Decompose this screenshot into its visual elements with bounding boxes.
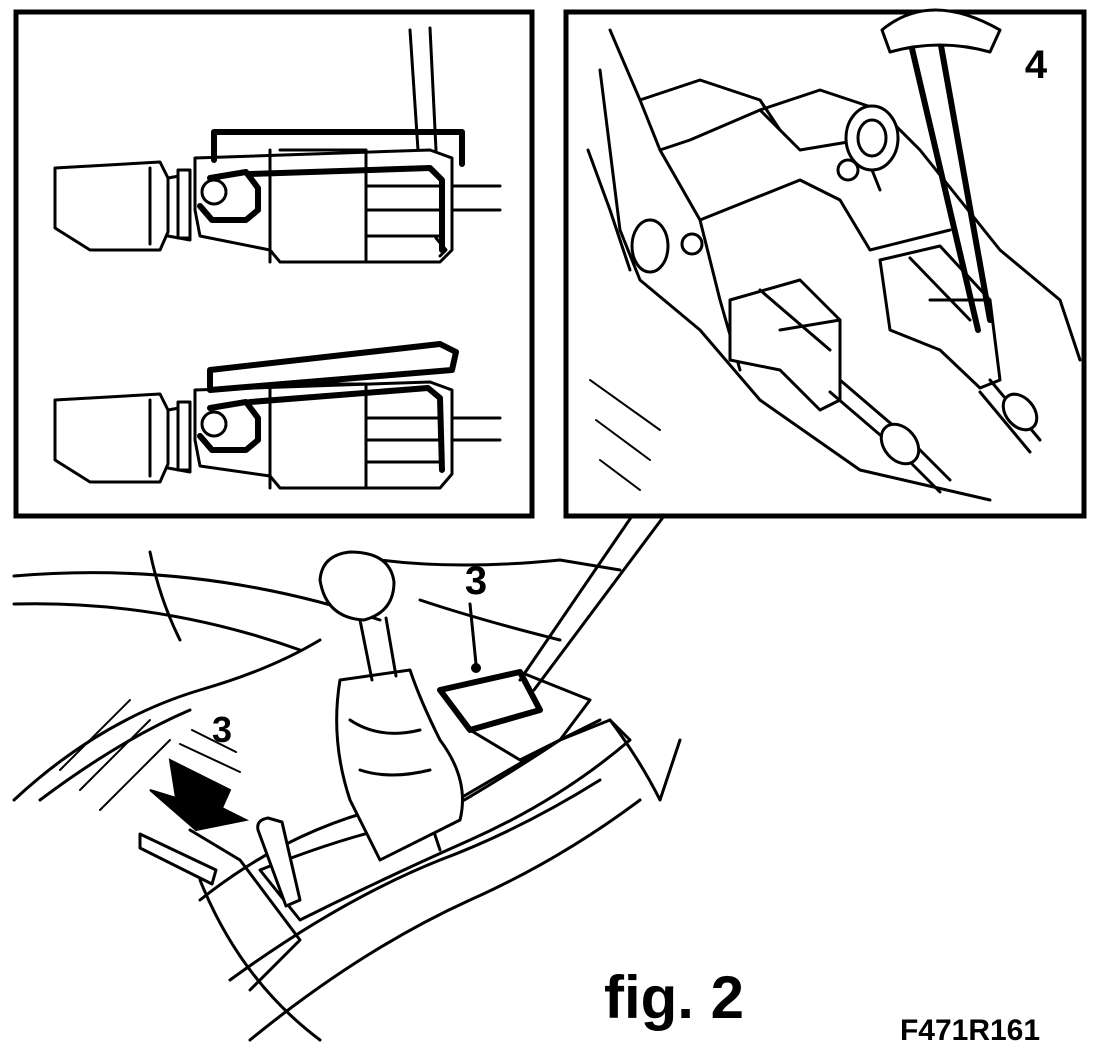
- release-arrow: [149, 758, 250, 832]
- inset-cables-panel: 4: [563, 8, 1087, 519]
- detail-leader-line-a: [518, 514, 634, 682]
- console-main-drawing: [12, 550, 682, 1042]
- arrow-number-label: 3: [212, 709, 232, 750]
- reference-code: F471R161: [900, 1014, 1040, 1047]
- detail-leader-line-b: [532, 514, 666, 692]
- cable-bracket-drawing: [586, 8, 1082, 502]
- console-callout-dot: [471, 663, 481, 673]
- console-callout-leader: [468, 602, 478, 666]
- figure-label: fig. 2: [604, 964, 744, 1031]
- clip-released-drawing: [53, 341, 502, 490]
- detail-number-label: 4: [1025, 43, 1048, 87]
- inset-clip-panel: [13, 9, 535, 519]
- clip-locked-drawing: [53, 26, 502, 264]
- console-number-label: 3: [465, 559, 487, 603]
